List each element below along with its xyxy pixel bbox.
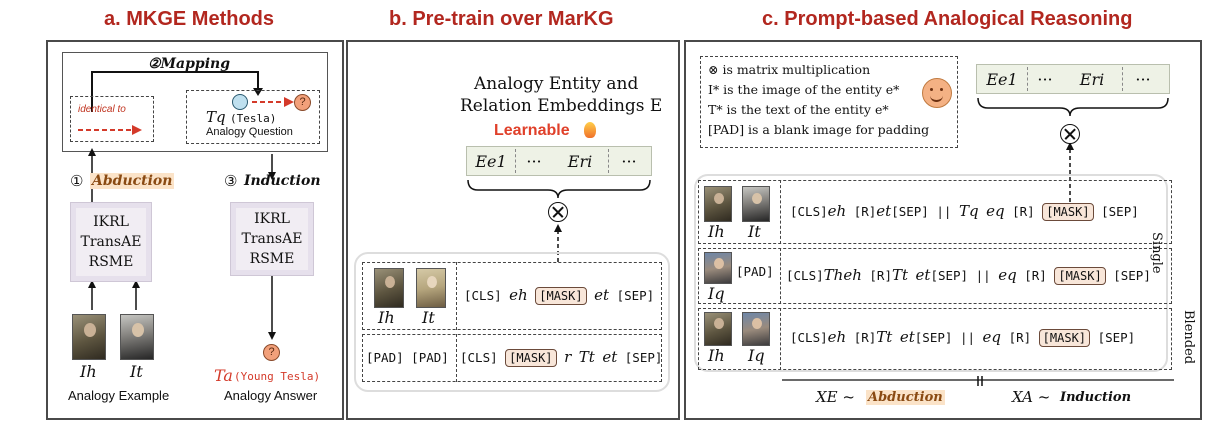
tail-entity-photo <box>742 186 770 222</box>
embed-e1: Ee1 <box>986 69 1018 89</box>
legend-line-1: ⊗ is matrix multiplication <box>708 62 871 77</box>
tail-entity-photo <box>120 314 154 360</box>
learnable-label: Learnable <box>494 122 570 139</box>
embedding-bar: Ee1 ··· Eri ··· <box>976 64 1170 94</box>
ih-label: Ih <box>378 308 395 327</box>
right-model-box: IKRL TransAE RSME <box>230 202 314 276</box>
abduction-num: ① <box>70 173 84 190</box>
legend-line-2: I* is the image of the entity e* <box>708 82 900 97</box>
pad-token: [PAD] <box>736 264 774 279</box>
mapping-box <box>62 52 328 152</box>
mask-token: [MASK] <box>1042 203 1094 221</box>
tq-symbol: Tq <box>206 108 226 126</box>
legend-box <box>700 56 958 148</box>
abduction-label: Abduction <box>90 173 175 189</box>
legend-line-3: T* is the text of the entity e* <box>708 102 889 117</box>
model-ikrl: IKRL <box>93 214 129 230</box>
matrix-multiply-icon <box>548 202 568 222</box>
embed-eri: Eri <box>567 151 593 171</box>
panel-a-title: a. MKGE Methods <box>104 8 275 30</box>
panel-c: ⊗ is matrix multiplication I* is the ima… <box>684 40 1202 420</box>
head-entity-photo <box>72 314 106 360</box>
embedding-heading-2: Relation Embeddings E <box>460 96 663 116</box>
single-side-label: Single <box>1149 232 1164 274</box>
prompt-sequence-3: [CLS]eh [R]Tt et[SEP] || eq [R] [MASK] [… <box>790 328 1136 347</box>
analogy-question-label: Analogy Question <box>206 126 293 138</box>
prompt-row-1 <box>698 180 1172 244</box>
model-transae: TransAE <box>241 231 303 247</box>
pretrain-row-2 <box>362 334 662 382</box>
model-rsme: RSME <box>88 254 134 270</box>
answer-question-icon: ? <box>263 344 280 361</box>
blended-side-label: Blended <box>1181 310 1196 365</box>
it-label: It <box>130 362 143 381</box>
question-mark-icon: ? <box>294 94 311 111</box>
pad-tokens: [PAD] [PAD] <box>366 350 449 365</box>
embed-dots-end: ··· <box>1135 69 1151 89</box>
induction-label: Induction <box>1060 390 1132 405</box>
identical-box <box>70 96 154 142</box>
model-ikrl: IKRL <box>254 211 290 227</box>
prompt-container <box>694 174 1168 372</box>
abduction-label: Abduction <box>866 390 945 405</box>
smiley-icon <box>922 78 952 108</box>
question-entity-photo <box>704 252 732 284</box>
question-box <box>186 90 320 144</box>
mask-token: [MASK] <box>505 349 557 367</box>
embed-e1: Ee1 <box>475 151 507 171</box>
fire-icon <box>584 122 596 138</box>
embed-dots-mid: ··· <box>526 151 542 171</box>
prompt-sequence-1: [CLS]eh [R]et[SEP] || Tq eq [R] [MASK] [… <box>790 202 1139 221</box>
ih-label: Ih <box>708 346 725 365</box>
ta-entity: (Young Tesla) <box>234 370 321 383</box>
ih-label: Ih <box>80 362 97 381</box>
mask-token: [MASK] <box>535 287 587 305</box>
panel-b-title: b. Pre-train over MarKG <box>389 8 614 30</box>
embed-dots-mid: ··· <box>1037 69 1053 89</box>
model-rsme: RSME <box>249 251 295 267</box>
prompt-row-3 <box>698 308 1172 370</box>
analogy-answer-label: Analogy Answer <box>224 388 318 403</box>
left-model-box: IKRL TransAE RSME <box>70 202 152 282</box>
analogy-example-label: Analogy Example <box>68 388 170 403</box>
mask-token: [MASK] <box>1038 329 1091 347</box>
tail-entity-photo <box>416 268 446 308</box>
question-entity-photo <box>742 312 770 346</box>
tq-entity: (Tesla) <box>230 112 277 125</box>
legend-line-4: [PAD] is a blank image for padding <box>708 122 930 137</box>
x-a-label: XA ~ <box>1012 388 1051 406</box>
matrix-multiply-icon <box>1060 124 1080 144</box>
model-transae: TransAE <box>80 234 142 250</box>
embed-dots-end: ··· <box>621 151 637 171</box>
mask-token: [MASK] <box>1054 267 1106 285</box>
x-e-label: XE ~ <box>816 388 855 406</box>
pretrain-container <box>354 252 670 392</box>
induction-label: Induction <box>244 173 321 189</box>
panel-a: ②Mapping identical to ? Tq (Tesla) Analo… <box>46 40 344 420</box>
head-entity-photo <box>374 268 404 308</box>
it-label: It <box>422 308 435 327</box>
pretrain-sequence-2: [CLS] [MASK] r Tt et [SEP] <box>460 348 663 367</box>
identical-label: identical to <box>78 104 126 115</box>
tq-circle <box>232 94 248 110</box>
prompt-sequence-2: [CLS]Theh [R]Tt et[SEP] || eq [R] [MASK]… <box>786 266 1151 285</box>
embedding-bar: Ee1 ··· Eri ··· <box>466 146 652 176</box>
panel-b: Analogy Entity and Relation Embeddings E… <box>346 40 680 420</box>
pretrain-row-1 <box>362 262 662 330</box>
it-label: It <box>748 222 761 241</box>
embedding-heading-1: Analogy Entity and <box>474 74 639 94</box>
embed-eri: Eri <box>1079 69 1105 89</box>
head-entity-photo <box>704 186 732 222</box>
iq-label: Iq <box>748 346 765 365</box>
ta-symbol: Ta <box>214 366 233 385</box>
induction-num: ③ <box>224 173 238 190</box>
mapping-label: ②Mapping <box>148 56 230 72</box>
brace-and-arrow <box>467 179 651 262</box>
head-entity-photo <box>704 312 732 346</box>
iq-label: Iq <box>708 284 725 303</box>
pretrain-sequence-1: [CLS] eh [MASK] et [SEP] <box>464 286 655 305</box>
panel-c-title: c. Prompt-based Analogical Reasoning <box>762 8 1133 30</box>
ih-label: Ih <box>708 222 725 241</box>
prompt-row-2 <box>698 248 1172 304</box>
